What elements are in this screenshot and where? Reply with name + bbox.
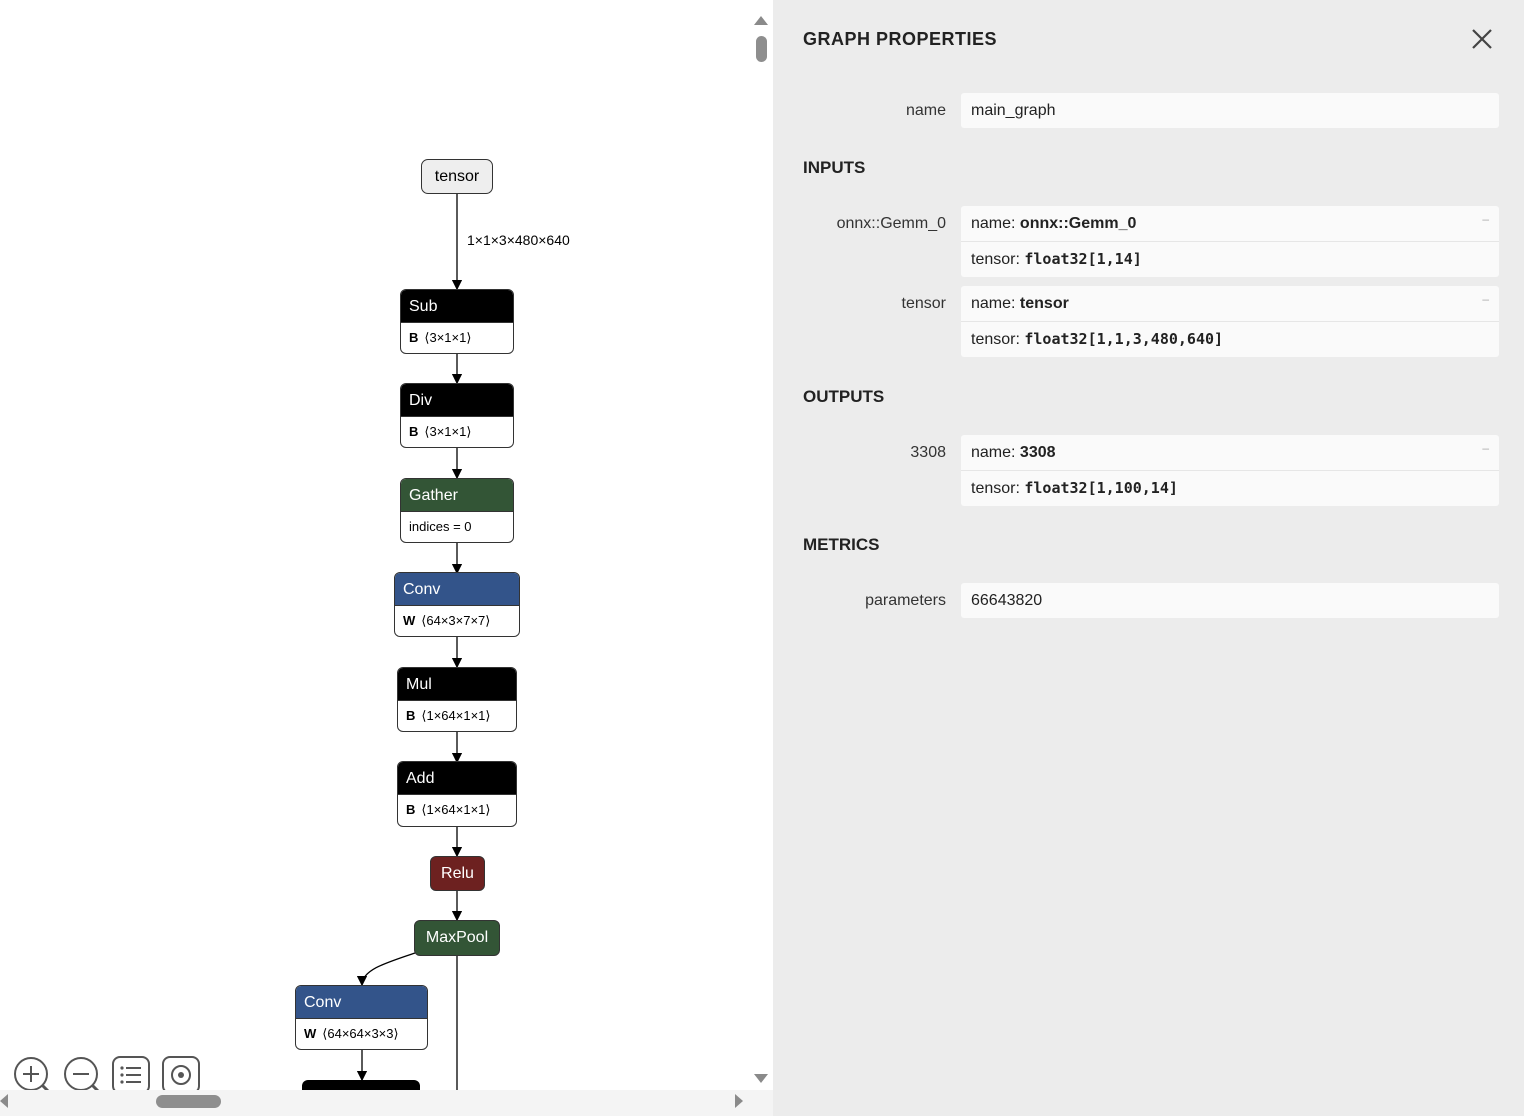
- input-label-gemm: onnx::Gemm_0: [836, 215, 946, 232]
- graph-canvas[interactable]: 1×1×3×480×640 tensor Sub B⟨3×1×1⟩ Div B⟨…: [0, 0, 773, 1116]
- node-header: Mul: [398, 668, 516, 700]
- node-label: tensor: [434, 167, 480, 185]
- node-header: Gather: [401, 479, 513, 511]
- node-attribute: B⟨1×64×1×1⟩: [398, 700, 516, 731]
- expand-toggle[interactable]: –: [1482, 292, 1489, 306]
- node-attribute: B⟨3×1×1⟩: [401, 322, 513, 353]
- close-icon[interactable]: [1469, 26, 1495, 52]
- node-header: Sub: [401, 290, 513, 322]
- graph-edges: [302, 194, 463, 1100]
- input-name-line: name: onnx::Gemm_0 –: [961, 206, 1499, 241]
- node-conv-2[interactable]: Conv W⟨64×64×3×3⟩: [295, 985, 428, 1050]
- graph-properties-panel: GRAPH PROPERTIES name main_graph INPUTS …: [773, 0, 1524, 1116]
- inputs-heading: INPUTS: [803, 158, 866, 177]
- edge-label-shape: 1×1×3×480×640: [467, 232, 570, 248]
- expand-toggle[interactable]: –: [1482, 441, 1489, 455]
- node-label: Relu: [441, 864, 474, 882]
- input-card-tensor[interactable]: name: tensor – tensor: float32[1,1,3,480…: [961, 286, 1499, 357]
- name-label: name: [905, 102, 946, 119]
- name-value: main_graph: [971, 102, 1056, 119]
- node-attribute: B⟨3×1×1⟩: [401, 416, 513, 447]
- target-icon[interactable]: [162, 1056, 200, 1094]
- node-header: Div: [401, 384, 513, 416]
- node-sub[interactable]: Sub B⟨3×1×1⟩: [400, 289, 514, 354]
- horizontal-scrollbar-thumb[interactable]: [156, 1095, 221, 1108]
- output-label-3308: 3308: [910, 444, 946, 461]
- parameters-value: 66643820: [971, 592, 1043, 609]
- parameters-label: parameters: [865, 592, 946, 609]
- output-tensor-line: tensor: float32[1,100,14]: [961, 470, 1499, 506]
- node-maxpool[interactable]: MaxPool: [414, 920, 500, 956]
- input-card-gemm[interactable]: name: onnx::Gemm_0 – tensor: float32[1,1…: [961, 206, 1499, 277]
- horizontal-scrollbar-track[interactable]: [0, 1090, 773, 1116]
- outputs-heading: OUTPUTS: [803, 387, 885, 406]
- input-name-line: name: tensor –: [961, 286, 1499, 321]
- node-relu[interactable]: Relu: [430, 856, 485, 891]
- vertical-scrollbar-thumb[interactable]: [756, 36, 767, 62]
- expand-toggle[interactable]: –: [1482, 212, 1489, 226]
- node-add[interactable]: Add B⟨1×64×1×1⟩: [397, 761, 517, 827]
- scroll-left-arrow[interactable]: [0, 1094, 8, 1108]
- output-card-3308[interactable]: name: 3308 – tensor: float32[1,100,14]: [961, 435, 1499, 506]
- panel-title: GRAPH PROPERTIES: [803, 29, 998, 49]
- scroll-right-arrow[interactable]: [735, 1094, 743, 1108]
- node-attribute: W⟨64×3×7×7⟩: [395, 605, 519, 636]
- zoom-in-icon[interactable]: [13, 1056, 51, 1094]
- zoom-out-icon[interactable]: [63, 1056, 101, 1094]
- node-header: Add: [398, 762, 516, 794]
- output-name-line: name: 3308 –: [961, 435, 1499, 470]
- node-attribute: W⟨64×64×3×3⟩: [296, 1018, 427, 1049]
- node-mul[interactable]: Mul B⟨1×64×1×1⟩: [397, 667, 517, 732]
- input-tensor-line: tensor: float32[1,1,3,480,640]: [961, 321, 1499, 357]
- scroll-down-arrow[interactable]: [754, 1074, 768, 1083]
- node-attribute: B⟨1×64×1×1⟩: [398, 794, 516, 825]
- parameters-field[interactable]: 66643820: [961, 583, 1499, 618]
- node-gather[interactable]: Gather indices = 0: [400, 478, 514, 543]
- metrics-heading: METRICS: [803, 535, 880, 554]
- list-icon[interactable]: [112, 1056, 150, 1094]
- node-header: Conv: [395, 573, 519, 605]
- input-label-tensor: tensor: [901, 295, 946, 312]
- scroll-up-arrow[interactable]: [754, 16, 768, 25]
- node-tensor[interactable]: tensor: [421, 159, 493, 194]
- name-field[interactable]: main_graph: [961, 93, 1499, 128]
- edge-maxpool-conv2: [356, 952, 416, 987]
- node-conv[interactable]: Conv W⟨64×3×7×7⟩: [394, 572, 520, 637]
- node-label: MaxPool: [425, 929, 489, 946]
- input-tensor-line: tensor: float32[1,14]: [961, 241, 1499, 277]
- node-div[interactable]: Div B⟨3×1×1⟩: [400, 383, 514, 448]
- node-attribute: indices = 0: [401, 511, 513, 542]
- node-header: Conv: [296, 986, 427, 1018]
